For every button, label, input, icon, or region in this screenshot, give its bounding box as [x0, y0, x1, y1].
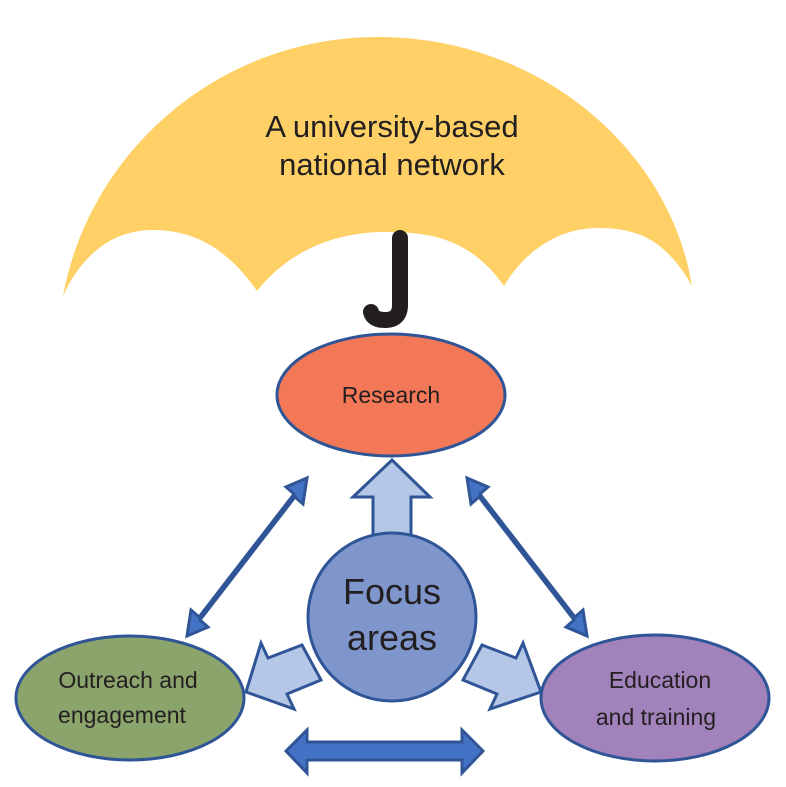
- umbrella-title-line2: national network: [279, 147, 505, 182]
- arrow-outreach-education: [283, 726, 486, 777]
- arrow-focus-to-research: [349, 457, 434, 537]
- arrow-research-education: [465, 475, 589, 639]
- umbrella-handle: [363, 230, 408, 329]
- node-outreach-label-line1: Outreach and: [58, 667, 197, 693]
- node-focus-label-line2: areas: [347, 617, 437, 658]
- node-education: [539, 633, 771, 763]
- umbrella-title-line1: A university-based: [265, 109, 518, 144]
- node-focus-areas: [306, 531, 478, 703]
- node-research-label: Research: [342, 382, 440, 408]
- umbrella-canopy: [63, 37, 692, 296]
- node-focus-label-line1: Focus: [343, 571, 441, 612]
- node-research: [275, 332, 507, 458]
- node-outreach: [14, 634, 246, 762]
- node-education-label-line2: and training: [596, 704, 716, 730]
- node-education-label-line1: Education: [609, 667, 711, 693]
- arrow-research-outreach: [185, 475, 309, 639]
- node-outreach-label-line2: engagement: [58, 702, 186, 728]
- arrow-focus-to-education: [460, 639, 543, 712]
- arrow-focus-to-outreach: [244, 638, 324, 712]
